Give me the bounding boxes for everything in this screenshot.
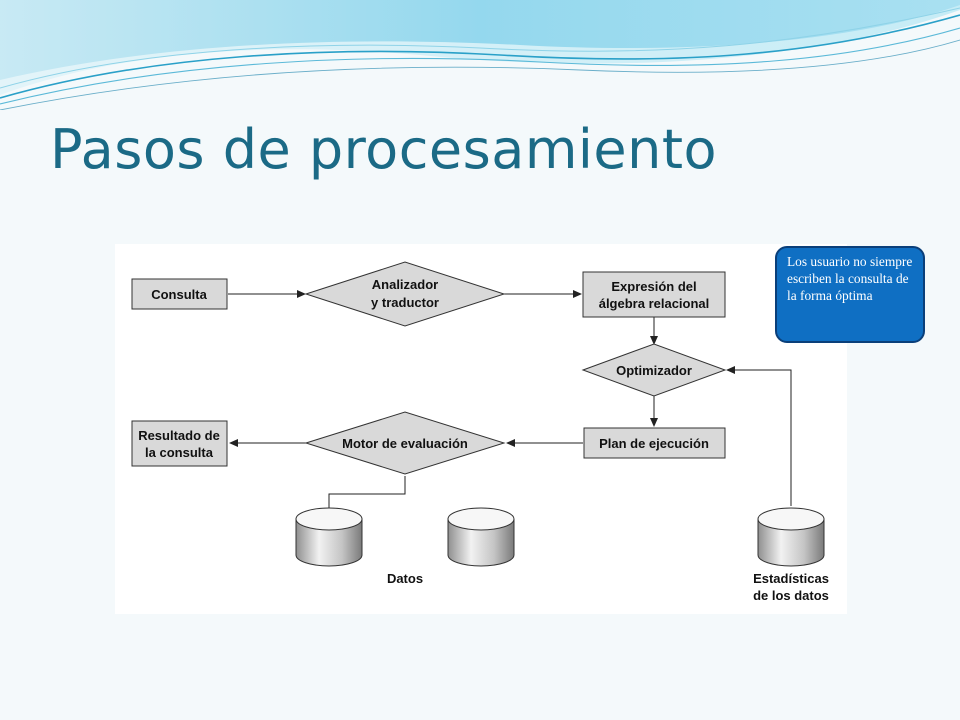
node-consulta-label: Consulta (151, 287, 207, 302)
node-plan-label: Plan de ejecución (599, 436, 709, 451)
node-motor: Motor de evaluación (304, 411, 506, 475)
node-optimizador-label: Optimizador (616, 363, 692, 378)
statistics-cylinder (757, 507, 825, 567)
node-plan: Plan de ejecución (583, 427, 726, 459)
node-analizador-label-1: Analizador (372, 277, 438, 292)
database-cylinder-2 (447, 507, 515, 567)
node-optimizador: Optimizador (581, 343, 727, 397)
node-analizador-label-2: y traductor (371, 295, 439, 310)
query-processing-diagram: Consulta Analizador y traductor Expresió… (131, 261, 829, 603)
estadisticas-label-1: Estadísticas (753, 571, 829, 586)
node-consulta: Consulta (131, 278, 228, 310)
callout-note: Los usuario no siempre escriben la consu… (775, 246, 925, 343)
header-wave-decoration (0, 0, 960, 110)
node-expresion: Expresión del álgebra relacional (582, 271, 726, 318)
connector-motor-datos (328, 476, 406, 508)
slide-title: Pasos de procesamiento (50, 118, 718, 181)
estadisticas-label-2: de los datos (753, 588, 829, 603)
node-resultado: Resultado de la consulta (131, 420, 228, 467)
datos-label: Datos (387, 571, 423, 586)
node-expresion-label-2: álgebra relacional (599, 296, 710, 311)
node-analizador: Analizador y traductor (304, 261, 506, 327)
node-resultado-label-1: Resultado de (138, 428, 220, 443)
node-resultado-label-2: la consulta (145, 445, 214, 460)
node-expresion-label-1: Expresión del (611, 279, 696, 294)
node-motor-label: Motor de evaluación (342, 436, 468, 451)
arrow-estadisticas-optimizador (726, 366, 792, 506)
diagram-panel: Consulta Analizador y traductor Expresió… (115, 244, 847, 614)
database-cylinder-1 (295, 507, 363, 567)
